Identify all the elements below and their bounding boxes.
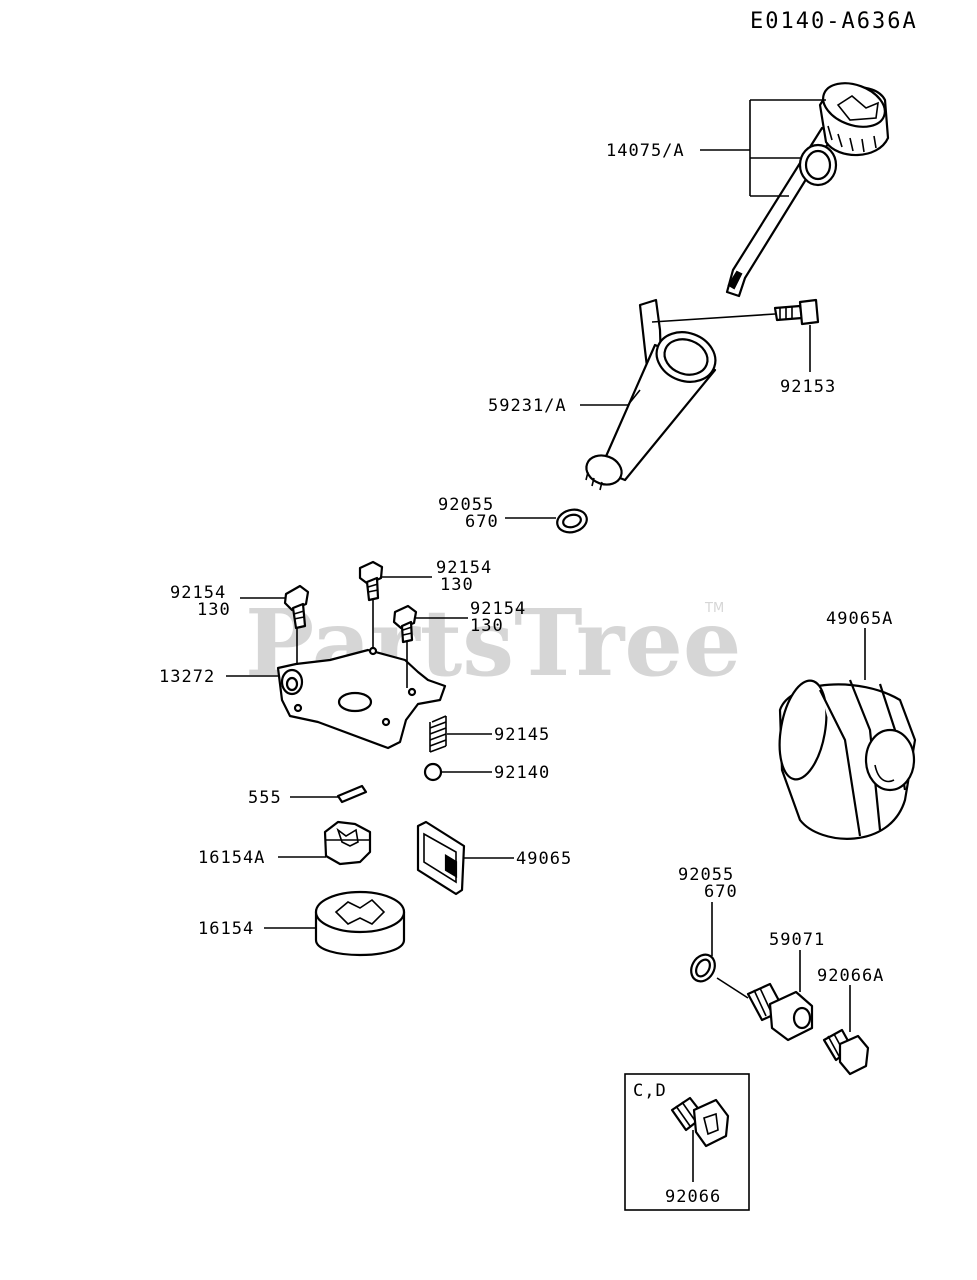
tube-oring-callout: 92055 670 (438, 495, 556, 532)
label-92145: 92145 (494, 725, 550, 745)
inset-box-cd: C,D 92066 (624, 1073, 750, 1211)
dipstick-part[interactable] (725, 75, 891, 298)
label-59071: 59071 (769, 930, 825, 950)
label-13272: 13272 (159, 667, 215, 687)
tube-bolt-callout: 92153 (780, 325, 836, 397)
label-92055-top: 92055 (438, 495, 494, 515)
screen-callout: 49065 (464, 849, 572, 869)
bolt-c-part[interactable] (392, 604, 418, 644)
plug-inset-part[interactable] (670, 1096, 730, 1148)
ball-part[interactable] (423, 762, 443, 782)
label-92055-bottom: 92055 (678, 865, 734, 885)
label-92140: 92140 (494, 763, 550, 783)
label-555: 555 (248, 788, 282, 808)
outer-rotor-callout: 16154 (198, 919, 316, 939)
pin-callout: 555 (248, 788, 338, 808)
plug-a-callout: 92066A (817, 966, 884, 1032)
label-92066a: 92066A (817, 966, 884, 986)
label-49065: 49065 (516, 849, 572, 869)
dipstick-callout: 14075/A (606, 99, 826, 197)
cover-plate-part[interactable] (276, 646, 447, 750)
bolt-a-part[interactable] (283, 584, 310, 630)
screen-part[interactable] (416, 820, 466, 896)
label-670-top: 670 (465, 512, 499, 532)
label-670-bottom: 670 (704, 882, 738, 902)
fitting-oring-part[interactable] (686, 950, 749, 999)
tube-oring-part[interactable] (555, 506, 590, 535)
fitting-oring-callout: 92055 670 (678, 865, 738, 956)
ball-callout: 92140 (441, 763, 550, 783)
inner-rotor-callout: 16154A (198, 848, 326, 868)
label-49065a: 49065A (826, 609, 893, 629)
label-16154: 16154 (198, 919, 254, 939)
cover-plate-callout: 13272 (159, 667, 278, 687)
bolt-b-callout: 92154 130 (372, 558, 492, 648)
label-92154-a: 92154 (170, 583, 226, 603)
label-92153: 92153 (780, 377, 836, 397)
diagram-code: E0140-A636A (750, 9, 918, 34)
spring-callout: 92145 (447, 725, 550, 745)
pin-part[interactable] (336, 784, 368, 804)
fitting-callout: 59071 (769, 930, 825, 992)
inner-rotor-part[interactable] (323, 820, 372, 866)
bolt-c-callout: 92154 130 (406, 599, 526, 688)
filler-tube-part[interactable] (582, 298, 722, 491)
label-92066: 92066 (665, 1187, 721, 1207)
watermark-trademark: TM (704, 601, 724, 616)
label-59231-a: 59231/A (488, 396, 567, 416)
label-14075-a: 14075/A (606, 141, 685, 161)
inset-box-label: C,D (633, 1081, 667, 1101)
label-92154-c: 92154 (470, 599, 526, 619)
spring-part[interactable] (429, 715, 447, 753)
tube-bolt-part[interactable] (651, 298, 820, 326)
oil-filter-callout: 49065A (826, 609, 893, 680)
outer-rotor-part[interactable] (314, 890, 406, 957)
fitting-part[interactable] (746, 982, 814, 1042)
label-130-b: 130 (440, 575, 474, 595)
oil-filter-part[interactable] (773, 677, 917, 840)
filler-tube-callout: 59231/A (488, 389, 641, 416)
label-16154a: 16154A (198, 848, 265, 868)
plug-a-part[interactable] (822, 1028, 870, 1076)
label-130-a: 130 (197, 600, 231, 620)
label-92154-b: 92154 (436, 558, 492, 578)
label-130-c: 130 (470, 616, 504, 636)
bolt-a-callout: 92154 130 (170, 583, 298, 665)
bolt-b-part[interactable] (358, 560, 384, 602)
